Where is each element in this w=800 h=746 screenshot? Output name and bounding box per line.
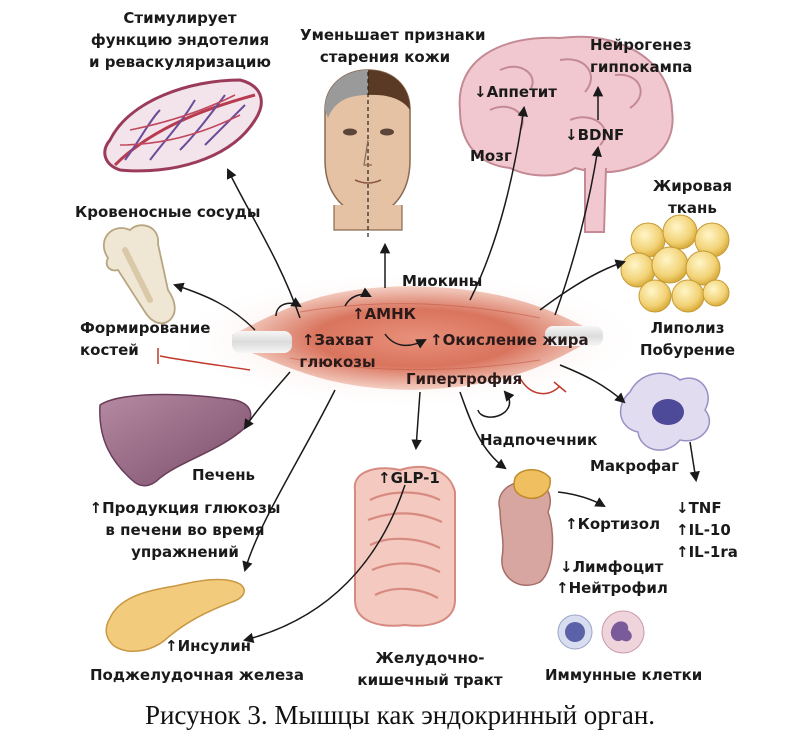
tnf-label: ↓TNF (676, 498, 722, 518)
bdnf-label: ↓BDNF (565, 125, 624, 145)
appetite-label: ↓Аппетит (474, 82, 557, 102)
neurogenesis-line2: гиппокампа (590, 57, 692, 77)
macrophage-illustration (621, 373, 710, 450)
brain-label: Мозг (470, 146, 512, 166)
skin-effect-line2: старения кожи (300, 47, 470, 67)
vessels-effect-line2: функцию эндотелия (70, 30, 290, 50)
skin-effect-line1: Уменьшает признаки (300, 25, 470, 45)
fat-tissue-illustration (621, 215, 729, 312)
fat-tissue-line2: ткань (645, 198, 740, 218)
myokines-label: Миокины (402, 271, 482, 291)
adrenal-kidney-illustration (499, 470, 552, 586)
il10-label: ↑IL-10 (676, 520, 731, 540)
liver-label: Печень (192, 465, 255, 485)
insulin-label: ↑Инсулин (165, 636, 251, 656)
fat-oxidation-label: ↑Окисление жира (430, 330, 589, 350)
glucose-uptake-line2: глюкозы (290, 352, 385, 372)
blood-vessels-label: Кровеносные сосуды (75, 202, 260, 222)
immune-cells-illustration (558, 611, 644, 653)
intestines-illustration (355, 467, 455, 626)
gi-tract-line2: кишечный тракт (345, 670, 515, 690)
glp1-label: ↑GLP-1 (378, 468, 440, 488)
neutrophil-label: ↑Нейтрофил (556, 578, 668, 598)
glucose-uptake-line1: ↑Захват (290, 330, 385, 350)
adrenal-label: Надпочечник (480, 430, 597, 450)
blood-vessels-illustration (105, 80, 262, 171)
gi-tract-line1: Желудочно- (355, 648, 505, 668)
pancreas-label: Поджелудочная железа (90, 665, 304, 685)
macrophage-label: Макрофаг (590, 456, 679, 476)
face-illustration (325, 70, 410, 240)
neurogenesis-line1: Нейрогенез (590, 35, 692, 55)
lipolysis-line1: Липолиз (630, 318, 745, 338)
vessels-effect-line1: Стимулирует (90, 8, 270, 28)
immune-cells-label: Иммунные клетки (545, 665, 702, 685)
liver-glucose-line2: в печени во время (75, 520, 295, 540)
bone-illustration (104, 225, 175, 323)
liver-glucose-line3: упражнений (75, 542, 295, 562)
liver-glucose-line1: ↑Продукция глюкозы (75, 498, 295, 518)
lipolysis-line2: Побурение (630, 340, 745, 360)
vessels-effect-line3: и реваскуляризацию (70, 52, 290, 72)
fat-tissue-line1: Жировая (645, 176, 740, 196)
bone-formation-line2: костей (80, 340, 139, 360)
cortisol-label: ↑Кортизол (565, 514, 660, 534)
hypertrophy-label: Гипертрофия (406, 369, 522, 389)
lymphocyte-label: ↓Лимфоцит (560, 557, 663, 577)
bone-formation-line1: Формирование (80, 318, 210, 338)
ampk-label: ↑АМНК (352, 304, 416, 324)
figure-caption: Рисунок 3. Мышцы как эндокринный орган. (0, 700, 800, 731)
il1ra-label: ↑IL-1ra (676, 542, 738, 562)
